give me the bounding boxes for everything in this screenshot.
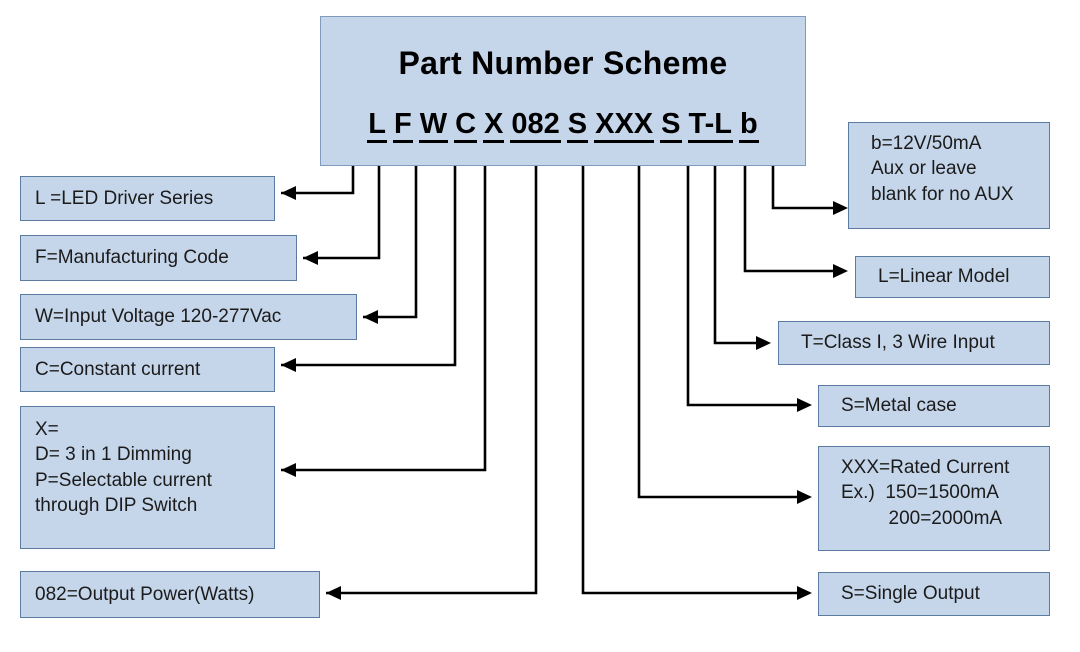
code-segment: 082: [510, 109, 561, 143]
label-line: F=Manufacturing Code: [35, 247, 229, 269]
code-segment: S: [660, 109, 682, 143]
code-segment: X: [483, 109, 505, 143]
connector-s-single: [581, 166, 806, 595]
label-box-rated-current: XXX=Rated Current Ex.) 150=1500mA 200=20…: [818, 446, 1050, 551]
label-line: through DIP Switch: [35, 494, 198, 516]
label-line: L=Linear Model: [878, 266, 1010, 288]
page-title: Part Number Scheme: [398, 45, 728, 82]
code-segment: F: [393, 109, 413, 143]
arrowhead-x: [281, 463, 296, 477]
label-line: T=Class I, 3 Wire Input: [801, 332, 995, 354]
arrowhead-linear: [833, 264, 848, 278]
label-line: P=Selectable current: [35, 469, 212, 491]
connector-l: [281, 166, 355, 195]
connector-linear: [743, 166, 842, 273]
code-segment: T-L: [687, 109, 733, 143]
arrowhead-w: [363, 310, 378, 324]
label-line: 082=Output Power(Watts): [35, 583, 255, 605]
label-box-aux-output: b=12V/50mA Aux or leave blank for no AUX: [848, 122, 1050, 229]
code-segment: b: [739, 109, 759, 143]
label-box-input-voltage: W=Input Voltage 120-277Vac: [20, 294, 357, 340]
label-line: D= 3 in 1 Dimming: [35, 444, 192, 466]
arrowhead-t: [756, 336, 771, 350]
label-box-constant-current: C=Constant current: [20, 347, 275, 392]
label-line: W=Input Voltage 120-277Vac: [35, 306, 282, 328]
arrowhead-c: [281, 358, 296, 372]
label-line: S=Single Output: [841, 583, 980, 605]
label-line: Aux or leave: [871, 158, 977, 180]
code-segment: C: [454, 109, 478, 143]
label-line: 200=2000mA: [841, 507, 1003, 529]
arrowhead-f: [303, 251, 318, 265]
label-box-dimming-options: X= D= 3 in 1 Dimming P=Selectable curren…: [20, 406, 275, 549]
arrowhead-s-metal: [797, 398, 812, 412]
label-line: X=: [35, 419, 59, 440]
code-segment: S: [566, 109, 589, 143]
label-line: b=12V/50mA: [871, 133, 982, 154]
arrowhead-b: [833, 201, 848, 215]
label-box-linear-model: L=Linear Model: [855, 256, 1050, 298]
connector-t: [713, 166, 765, 345]
label-box-manufacturing-code: F=Manufacturing Code: [20, 235, 297, 281]
label-line: Ex.) 150=1500mA: [841, 482, 999, 504]
label-box-output-power: 082=Output Power(Watts): [20, 571, 320, 618]
label-line: C=Constant current: [35, 358, 201, 380]
label-box-class-wire-input: T=Class I, 3 Wire Input: [778, 321, 1050, 365]
connector-b: [771, 166, 842, 210]
arrowhead-082: [326, 586, 341, 600]
connector-f: [303, 166, 381, 260]
label-box-single-output: S=Single Output: [818, 572, 1050, 616]
connector-082: [326, 166, 538, 595]
label-line: S=Metal case: [841, 395, 957, 417]
code-segment: XXX: [594, 109, 655, 143]
label-box-led-driver-series: L =LED Driver Series: [20, 176, 275, 221]
connector-w: [363, 166, 418, 319]
label-line: blank for no AUX: [871, 183, 1014, 205]
label-line: XXX=Rated Current: [841, 457, 1010, 478]
label-line: L =LED Driver Series: [35, 187, 214, 209]
label-box-metal-case: S=Metal case: [818, 385, 1050, 427]
connector-s-metal: [686, 166, 806, 407]
code-segment: L: [367, 109, 387, 143]
arrowhead-xxx: [797, 490, 812, 504]
code-segment: W: [418, 109, 449, 143]
arrowhead-s-single: [797, 586, 812, 600]
arrowhead-l: [281, 186, 296, 200]
